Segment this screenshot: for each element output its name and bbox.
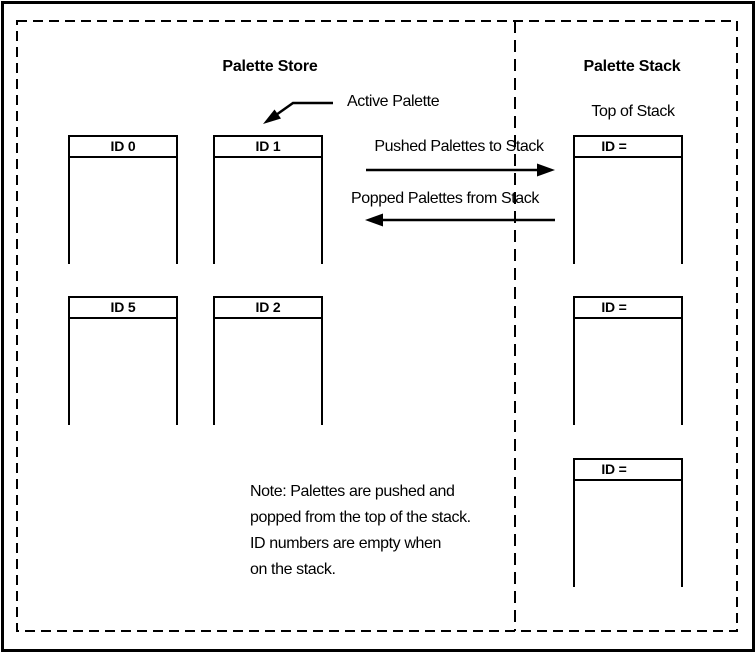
top-of-stack-label: Top of Stack: [591, 103, 675, 120]
store-palette-id5-header: ID 5: [70, 298, 176, 319]
active-palette-arrow-icon: [263, 101, 333, 124]
palette-stack-title: Palette Stack: [583, 58, 681, 75]
stack-palette-3-header: ID =: [575, 460, 681, 481]
store-palette-id0-body: [70, 158, 176, 264]
stack-palette-1-body: [575, 158, 681, 264]
pop-arrow-icon: [365, 213, 555, 227]
stack-palette-box-3: ID =: [573, 458, 683, 587]
dashed-boundary: [16, 20, 738, 632]
store-palette-id0-header: ID 0: [70, 137, 176, 158]
push-arrow-label: Pushed Palettes to Stack: [374, 138, 544, 155]
active-palette-label: Active Palette: [347, 93, 440, 110]
store-palette-box-id0: ID 0: [68, 135, 178, 264]
store-palette-box-id1: ID 1: [213, 135, 323, 264]
pop-arrow-label: Popped Palettes from Stack: [351, 190, 539, 207]
stack-palette-box-2: ID =: [573, 296, 683, 425]
store-palette-box-id5: ID 5: [68, 296, 178, 425]
store-palette-id2-body: [215, 319, 321, 425]
note-line-3: ID numbers are empty when: [250, 535, 441, 552]
stack-palette-1-header: ID =: [575, 137, 681, 158]
stack-palette-2-body: [575, 319, 681, 425]
push-arrow-icon: [366, 163, 555, 177]
palette-store-title: Palette Store: [222, 58, 318, 75]
stack-palette-3-body: [575, 481, 681, 587]
note-text: Note: Palettes are pushed and popped fro…: [250, 479, 471, 583]
store-palette-id1-header: ID 1: [215, 137, 321, 158]
store-palette-id5-body: [70, 319, 176, 425]
store-palette-id1-body: [215, 158, 321, 264]
stack-palette-box-1: ID =: [573, 135, 683, 264]
note-line-2: popped from the top of the stack.: [250, 509, 471, 526]
note-line-1: Note: Palettes are pushed and: [250, 483, 455, 500]
store-palette-id2-header: ID 2: [215, 298, 321, 319]
note-line-4: on the stack.: [250, 561, 336, 578]
stack-palette-2-header: ID =: [575, 298, 681, 319]
store-palette-box-id2: ID 2: [213, 296, 323, 425]
